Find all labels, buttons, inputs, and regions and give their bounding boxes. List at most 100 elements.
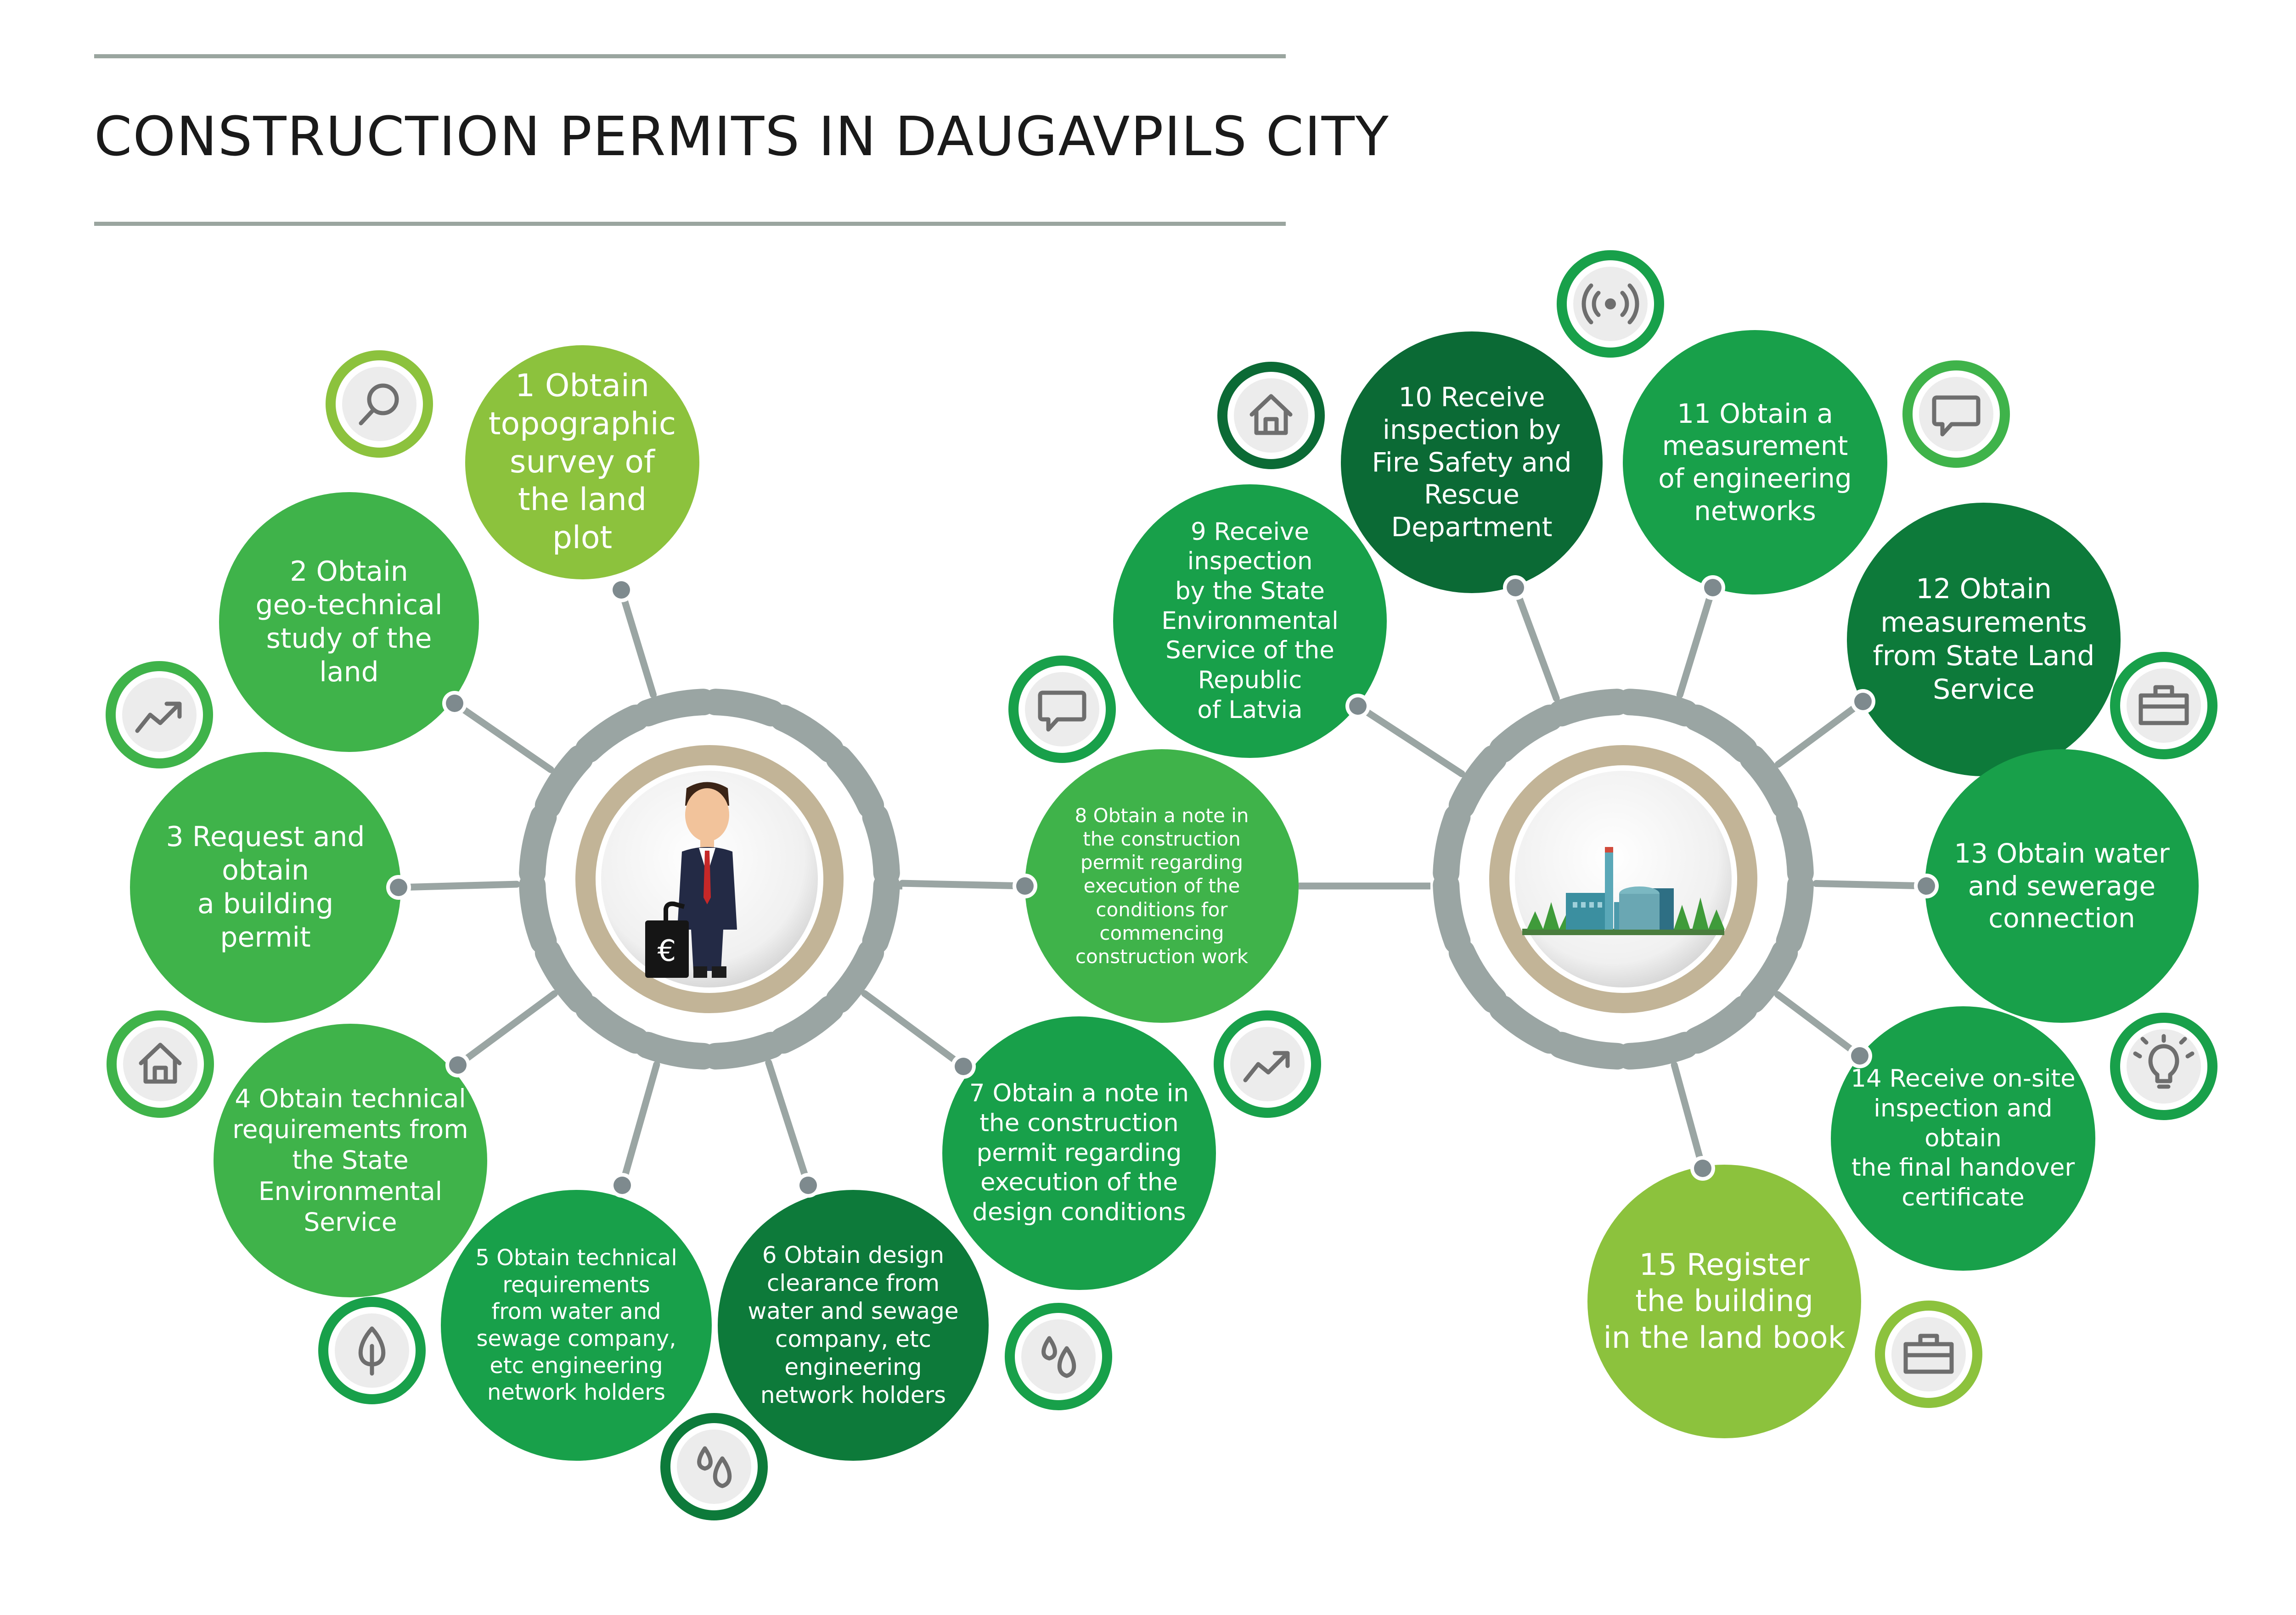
- connector-line-5: [619, 1061, 660, 1189]
- hub-ring-segment: [826, 939, 884, 1014]
- connector-dot-core-6: [799, 1177, 817, 1194]
- step-5-label: 5 Obtain technical requirements from wat…: [475, 1245, 677, 1406]
- hub-ring-segment: [575, 995, 649, 1054]
- hub-ring-segment: [1739, 939, 1798, 1014]
- hub-ring-segment: [770, 995, 844, 1054]
- connector-line-7: [861, 990, 967, 1070]
- hub-ring-segment: [535, 939, 593, 1014]
- step-11-bubble: [1623, 330, 1887, 594]
- hub-ring-segment: [519, 872, 557, 955]
- step-13-label: 13 Obtain water and sewerage connection: [1954, 837, 2170, 934]
- trend-arrow-icon: [135, 701, 182, 733]
- hub-ring-segment: [1489, 704, 1563, 763]
- step-10-label: 10 Receive inspection by Fire Safety and…: [1372, 381, 1572, 543]
- step-9-bubble: [1113, 484, 1387, 758]
- tree-icon: [358, 1326, 386, 1376]
- badge-disc: [1919, 377, 1993, 451]
- step-2-bubble: [219, 492, 479, 752]
- badge-trend-arrow-icon: [106, 661, 213, 768]
- hub-ring-segment: [634, 1032, 717, 1070]
- step-6-label: 6 Obtain design clearance from water and…: [748, 1242, 959, 1408]
- hub-ring-segment: [862, 803, 900, 886]
- badge-trend-arrow-icon: [1214, 1010, 1321, 1118]
- connector-line-8: [899, 880, 1029, 890]
- hub-ring-segment: [1739, 745, 1798, 819]
- briefcase-icon: [2138, 685, 2189, 725]
- hub-ring-segment: [1683, 704, 1758, 763]
- hub-ring-segment: [519, 803, 557, 886]
- euro-icon: €: [658, 934, 676, 968]
- connector-dot-core-12: [1854, 693, 1872, 710]
- step-6-bubble: [718, 1190, 989, 1461]
- trend-arrow-icon: [1243, 1051, 1290, 1082]
- lightbulb-icon: [2133, 1034, 2195, 1089]
- step-15-label: 15 Register the building in the land boo…: [1603, 1248, 1846, 1355]
- badge-lightbulb-icon: [2110, 1013, 2217, 1120]
- connector-line-4: [454, 990, 558, 1069]
- hub-ring-segment: [535, 745, 593, 819]
- badge-tree-icon: [318, 1297, 426, 1404]
- badge-disc: [1230, 1027, 1305, 1101]
- step-12-label: 12 Obtain measurements from State Land S…: [1873, 572, 2095, 706]
- badge-disc: [342, 367, 416, 441]
- step-15-bubble: [1587, 1165, 1861, 1438]
- badge-disc: [122, 678, 197, 752]
- step-13-bubble: [1925, 749, 2199, 1023]
- hub-ring-segment: [1776, 872, 1814, 955]
- hub-ring-segment: [1433, 872, 1471, 955]
- badge-briefcase-icon: [2110, 652, 2217, 759]
- water-drops-icon: [1041, 1336, 1076, 1378]
- hub-ring-segment: [702, 689, 785, 727]
- hub-ring-segment: [1489, 995, 1563, 1054]
- house-icon: [139, 1043, 182, 1084]
- connector-dot-core-5: [613, 1177, 631, 1194]
- connector-dot-core-2: [446, 695, 463, 712]
- connector-dot-core-11: [1704, 579, 1722, 596]
- step-2-label: 2 Obtain geo-technical study of the land: [255, 555, 443, 689]
- connector-dot-core-1: [613, 581, 630, 599]
- connector-line-1: [618, 586, 657, 698]
- hub-ring-segment: [1448, 939, 1507, 1014]
- hub-ring-segment: [826, 745, 884, 819]
- step-3-label: 3 Request and obtain a building permit: [166, 820, 365, 954]
- hub-ring-segment: [575, 704, 649, 763]
- page-title: CONSTRUCTION PERMITS IN DAUGAVPILS CITY: [94, 105, 1390, 168]
- connector-dot-core-9: [1349, 697, 1367, 715]
- connector-line-6: [765, 1059, 812, 1189]
- step-5-bubble: [441, 1190, 712, 1461]
- badge-chat-bubble-icon: [1902, 360, 2010, 468]
- connector-line-10: [1512, 584, 1560, 702]
- hub-ring-segment: [1448, 745, 1507, 819]
- connector-line-13: [1812, 880, 1930, 890]
- step-3-bubble: [130, 752, 401, 1023]
- badge-disc: [123, 1027, 197, 1101]
- step-12-bubble: [1847, 503, 2121, 776]
- hub-ring-segment: [1776, 803, 1814, 886]
- hub-ring-segment: [1548, 689, 1631, 727]
- badge-house-icon: [107, 1010, 214, 1118]
- house-icon: [1249, 394, 1293, 435]
- step-10-bubble: [1341, 331, 1603, 593]
- connector-dot-core-3: [390, 879, 407, 896]
- step-1-bubble: [465, 345, 699, 579]
- step-14-label: 14 Receive on-site inspection and obtain…: [1851, 1065, 2076, 1211]
- hub-ring-segment: [862, 872, 900, 955]
- hub-ring-segment: [634, 689, 717, 727]
- badge-disc: [2127, 1029, 2201, 1104]
- connector-line-2: [451, 700, 554, 773]
- connector-line-3: [395, 880, 520, 891]
- step-14-bubble: [1831, 1006, 2095, 1271]
- step-11-label: 11 Obtain a measurement of engineering n…: [1658, 398, 1852, 527]
- hub-ring-segment: [1616, 1032, 1699, 1070]
- connector-line-9: [1354, 702, 1465, 778]
- chat-bubble-icon: [1038, 690, 1086, 732]
- euro-bag: [645, 920, 689, 978]
- badge-briefcase-icon: [1875, 1301, 1982, 1408]
- badge-water-drops-icon: [1005, 1303, 1112, 1410]
- connector-dot-core-8: [1016, 877, 1034, 895]
- badge-search-icon: [326, 350, 433, 458]
- badge-water-drops-icon: [660, 1413, 768, 1520]
- connector-dot-core-13: [1918, 877, 1935, 895]
- step-8-bubble: [1025, 749, 1299, 1023]
